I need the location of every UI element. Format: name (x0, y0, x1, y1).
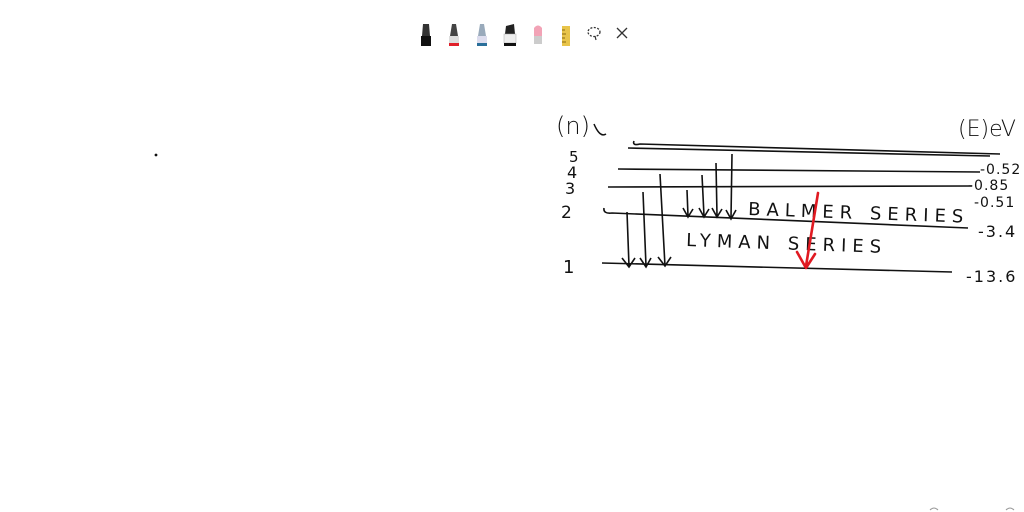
stray-ink-dot (154, 153, 158, 157)
energy-values: -0.52 -0.85 -0.51 -3.4 -13.6 (966, 162, 1021, 286)
energy-axis-label: (E)eV (958, 117, 1016, 142)
level-line-4 (617, 168, 981, 173)
corner-ink-mark-2 (1005, 507, 1015, 511)
level-n-5: 5 (569, 148, 579, 166)
level-line-6 (632, 140, 1001, 155)
energy-levels (601, 140, 1001, 273)
black-marker-icon[interactable] (412, 18, 440, 48)
blue-marker-icon[interactable] (468, 18, 496, 48)
balmer-series-label: BALMER SERIES (748, 199, 970, 228)
pen-toolbar (412, 18, 638, 48)
eraser-icon[interactable] (524, 18, 552, 48)
lyman-arrow-3 (657, 173, 672, 268)
level-energy-5: -0.52 (980, 162, 1021, 178)
n-axis-hook (593, 123, 607, 136)
level-energy-2: -3.4 (978, 222, 1017, 241)
lyman-arrow-1 (621, 211, 636, 269)
level-energy-3: -0.51 (974, 195, 1015, 211)
balmer-arrow-1 (682, 189, 694, 219)
level-energy-1: -13.6 (966, 267, 1017, 286)
level-n-4: 4 (567, 163, 577, 182)
red-transition-arrow (795, 191, 820, 270)
black-highlighter-icon[interactable] (496, 18, 524, 48)
level-n-2: 2 (561, 203, 572, 223)
lasso-icon[interactable] (580, 18, 608, 48)
level-line-2 (603, 207, 969, 229)
balmer-arrows (682, 153, 737, 221)
lyman-arrows (621, 173, 672, 269)
level-line-1 (601, 262, 953, 273)
lyman-series-label: LYMAN SERIES (686, 230, 888, 258)
n-labels: 5 4 3 2 1 (561, 148, 579, 278)
level-line-5 (627, 147, 991, 157)
level-n-3: 3 (565, 179, 575, 198)
lyman-arrow-2 (639, 191, 652, 269)
balmer-arrow-3 (711, 162, 723, 219)
balmer-arrow-2 (698, 174, 710, 219)
corner-ink-mark-1 (929, 507, 939, 511)
level-energy-4: -0.85 (968, 178, 1009, 194)
level-line-3 (607, 185, 973, 188)
level-n-1: 1 (563, 257, 574, 278)
red-marker-icon[interactable] (440, 18, 468, 48)
close-icon[interactable] (608, 18, 636, 48)
n-axis-label: (n) (556, 112, 590, 140)
balmer-arrow-4 (725, 153, 737, 221)
ruler-icon[interactable] (552, 18, 580, 48)
